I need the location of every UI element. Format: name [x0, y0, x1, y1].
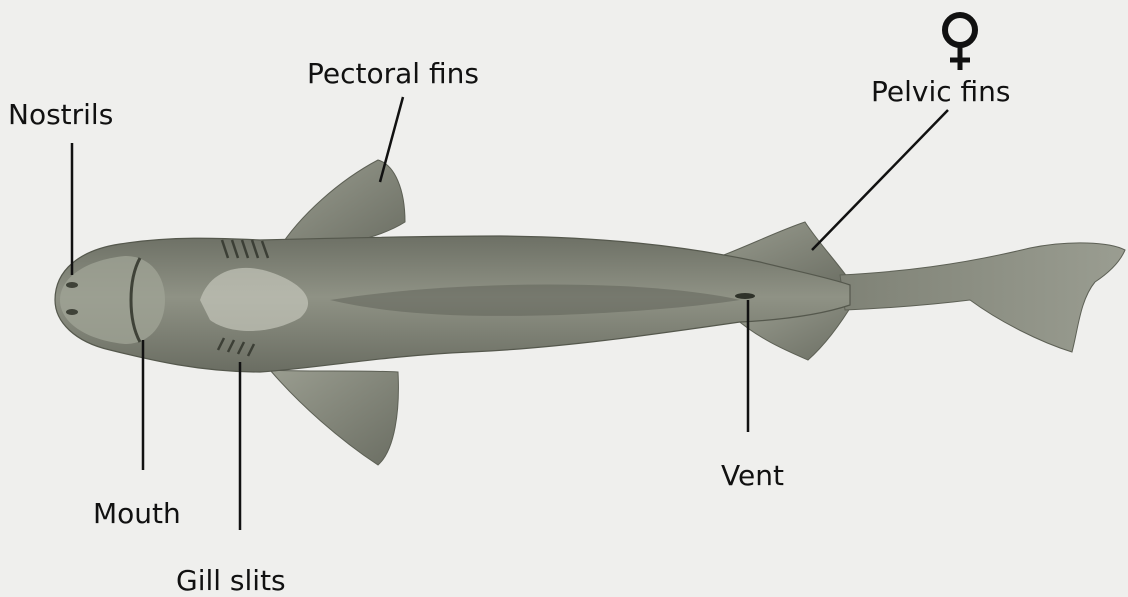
female-symbol-icon — [945, 15, 975, 70]
pectoral-fin-lower — [270, 370, 398, 465]
tail — [840, 243, 1125, 352]
pectoral-fin-upper — [278, 160, 405, 250]
label-pectoral-fins: Pectoral fins — [307, 57, 479, 90]
label-mouth: Mouth — [93, 497, 181, 530]
label-nostrils: Nostrils — [8, 98, 113, 131]
label-vent: Vent — [721, 459, 784, 492]
label-pelvic-fins: Pelvic fins — [871, 75, 1011, 108]
vent-mark — [735, 293, 755, 299]
nostril-mark — [66, 309, 78, 315]
label-gill-slits: Gill slits — [176, 564, 286, 597]
pelvic-fins-leader — [812, 110, 948, 250]
nostril-mark — [66, 282, 78, 288]
shark-illustration — [55, 160, 1125, 465]
